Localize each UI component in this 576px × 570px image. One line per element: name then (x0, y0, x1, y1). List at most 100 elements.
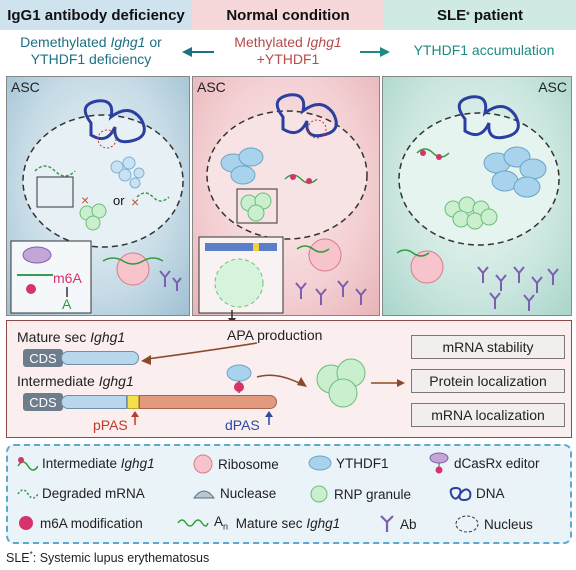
ythdf1-mechanism (226, 364, 252, 382)
header-igg1-deficiency: IgG1 antibody deficiency (0, 0, 192, 30)
rnp-granule-right (444, 196, 498, 230)
mrna-to-ribosome-mid (296, 245, 330, 253)
apa-production-label: APA production (227, 327, 323, 343)
dcasrx-editor-icon (429, 452, 449, 474)
intermediate-mrna-icon (17, 457, 38, 471)
panel-mid-art (198, 93, 368, 314)
apa-arrow (146, 342, 258, 360)
ribosome-left (116, 252, 150, 286)
feature-mrna-localization: mRNA localization (411, 403, 565, 427)
to-rnp-arrow-head (297, 377, 307, 387)
panel-left-art: or × × m6A A (10, 99, 184, 314)
legend-ab: Ab (378, 514, 417, 534)
rnp-granule-icon (310, 485, 328, 503)
nucleus-right (398, 112, 560, 246)
intermediate-bar-blue (61, 395, 127, 409)
asc-label-mid: ASC (197, 79, 226, 95)
subtitle-left: Demethylated Ighg1 or YTHDF1 deficiency (20, 34, 162, 67)
m6a-dot-mid-2 (306, 178, 312, 184)
legend-ribosome: Ribosome (192, 454, 279, 474)
header-sle-patient: SLE* patient (384, 0, 576, 30)
dpas-label: dPAS (225, 417, 260, 433)
dna-left (83, 99, 146, 144)
m6a-dot-inset (26, 284, 36, 294)
mrna-right (416, 148, 450, 158)
antibody-mid (295, 280, 367, 305)
dcasrx-editor-inset (22, 246, 52, 264)
antibody-right (477, 266, 559, 311)
transcript-bar-inset (205, 243, 277, 251)
legend-degraded: Degraded mRNA (16, 484, 145, 502)
antibody-left (159, 270, 182, 291)
mature-label: Mature sec Ighg1 (17, 329, 126, 345)
ythdf1-cluster-left (110, 156, 145, 189)
legend-nucleus: Nucleus (454, 514, 533, 534)
rnp-big-3 (328, 378, 358, 408)
nucleus-icon (455, 515, 479, 533)
apa-arrow-head (141, 355, 151, 365)
mrna-to-ribosome-left (102, 257, 164, 265)
m6a-dot-right (420, 150, 426, 156)
dpas-arrow-head (265, 411, 273, 417)
m6a-dot-mid (290, 174, 296, 180)
cross-mark-1: × (81, 192, 89, 208)
nucleus-left (22, 114, 184, 248)
arrow-to-right-head (380, 47, 390, 57)
legend-rnp: RNP granule (308, 484, 411, 504)
ppas-arrow-head (131, 411, 139, 417)
panel-sle: ASC (382, 76, 572, 316)
ppas-segment (127, 395, 139, 409)
footnote: SLE*: Systemic lupus erythematosus (6, 550, 210, 566)
degraded-mrna-left (34, 165, 76, 177)
legend-mature: An Mature sec Ighg1 (176, 514, 340, 532)
cross-mark-2: × (131, 194, 139, 210)
legend-dcasrx: dCasRx editor (428, 452, 540, 474)
legend-nuclease: Nuclease (192, 484, 276, 502)
mature-transcript-bar (61, 351, 139, 365)
pas-mark-inset (253, 243, 259, 251)
asc-label: ASC (11, 79, 40, 95)
legend-m6a: m6A modification (16, 514, 143, 532)
mature-mrna-icon (177, 519, 209, 527)
legend-intermediate: Intermediate Ighg1 (16, 454, 155, 472)
intermediate-bar-orange (139, 395, 277, 409)
a-label: A (62, 296, 72, 312)
mrna-to-ribosome-right (396, 249, 430, 257)
locus-circle-mid (307, 119, 327, 139)
feature-mrna-stability: mRNA stability (411, 335, 565, 359)
mechanism-box: Mature sec Ighg1 APA production CDS Inte… (6, 320, 572, 438)
dna-right (457, 95, 520, 140)
zoom-box-left (36, 176, 74, 208)
mrna-mid (284, 174, 318, 184)
m6a-dot-right-2 (436, 154, 442, 160)
zoom-box-mid (236, 188, 278, 224)
to-rnp-arrow (256, 374, 304, 386)
subtitle-middle: Methylated Ighg1 +YTHDF1 (234, 34, 342, 67)
feature-protein-localization: Protein localization (411, 369, 565, 393)
cds-mature: CDS (23, 349, 63, 367)
degraded-mrna-left-2 (136, 192, 170, 202)
or-label: or (113, 193, 125, 208)
ribosome-mid (308, 238, 342, 272)
rnp-granule-mid (240, 192, 272, 222)
legend-ythdf1: YTHDF1 (308, 454, 389, 472)
legend-dna: DNA (448, 484, 505, 502)
asc-label-right: ASC (538, 79, 567, 95)
panel-normal: ASC (192, 76, 380, 316)
panel-right-art (396, 95, 560, 311)
cds-intermediate: CDS (23, 393, 63, 411)
intermediate-label: Intermediate Ighg1 (17, 373, 134, 389)
ythdf1-icon (308, 455, 332, 471)
header-arrows (182, 47, 390, 57)
header-normal-condition: Normal condition (192, 0, 384, 30)
mechanism-art (131, 342, 405, 425)
ythdf1-cluster-mid (220, 147, 264, 185)
to-features-arrow-head (397, 379, 405, 387)
legend: Intermediate Ighg1 Ribosome YTHDF1 dCasR… (6, 444, 572, 544)
ythdf1-cluster-right (483, 146, 547, 198)
rnp-granule-left (79, 203, 107, 231)
locus-circle-left (97, 129, 117, 149)
ribosome-right (410, 250, 444, 284)
antibody-icon (380, 515, 394, 532)
dna-icon (449, 486, 472, 502)
